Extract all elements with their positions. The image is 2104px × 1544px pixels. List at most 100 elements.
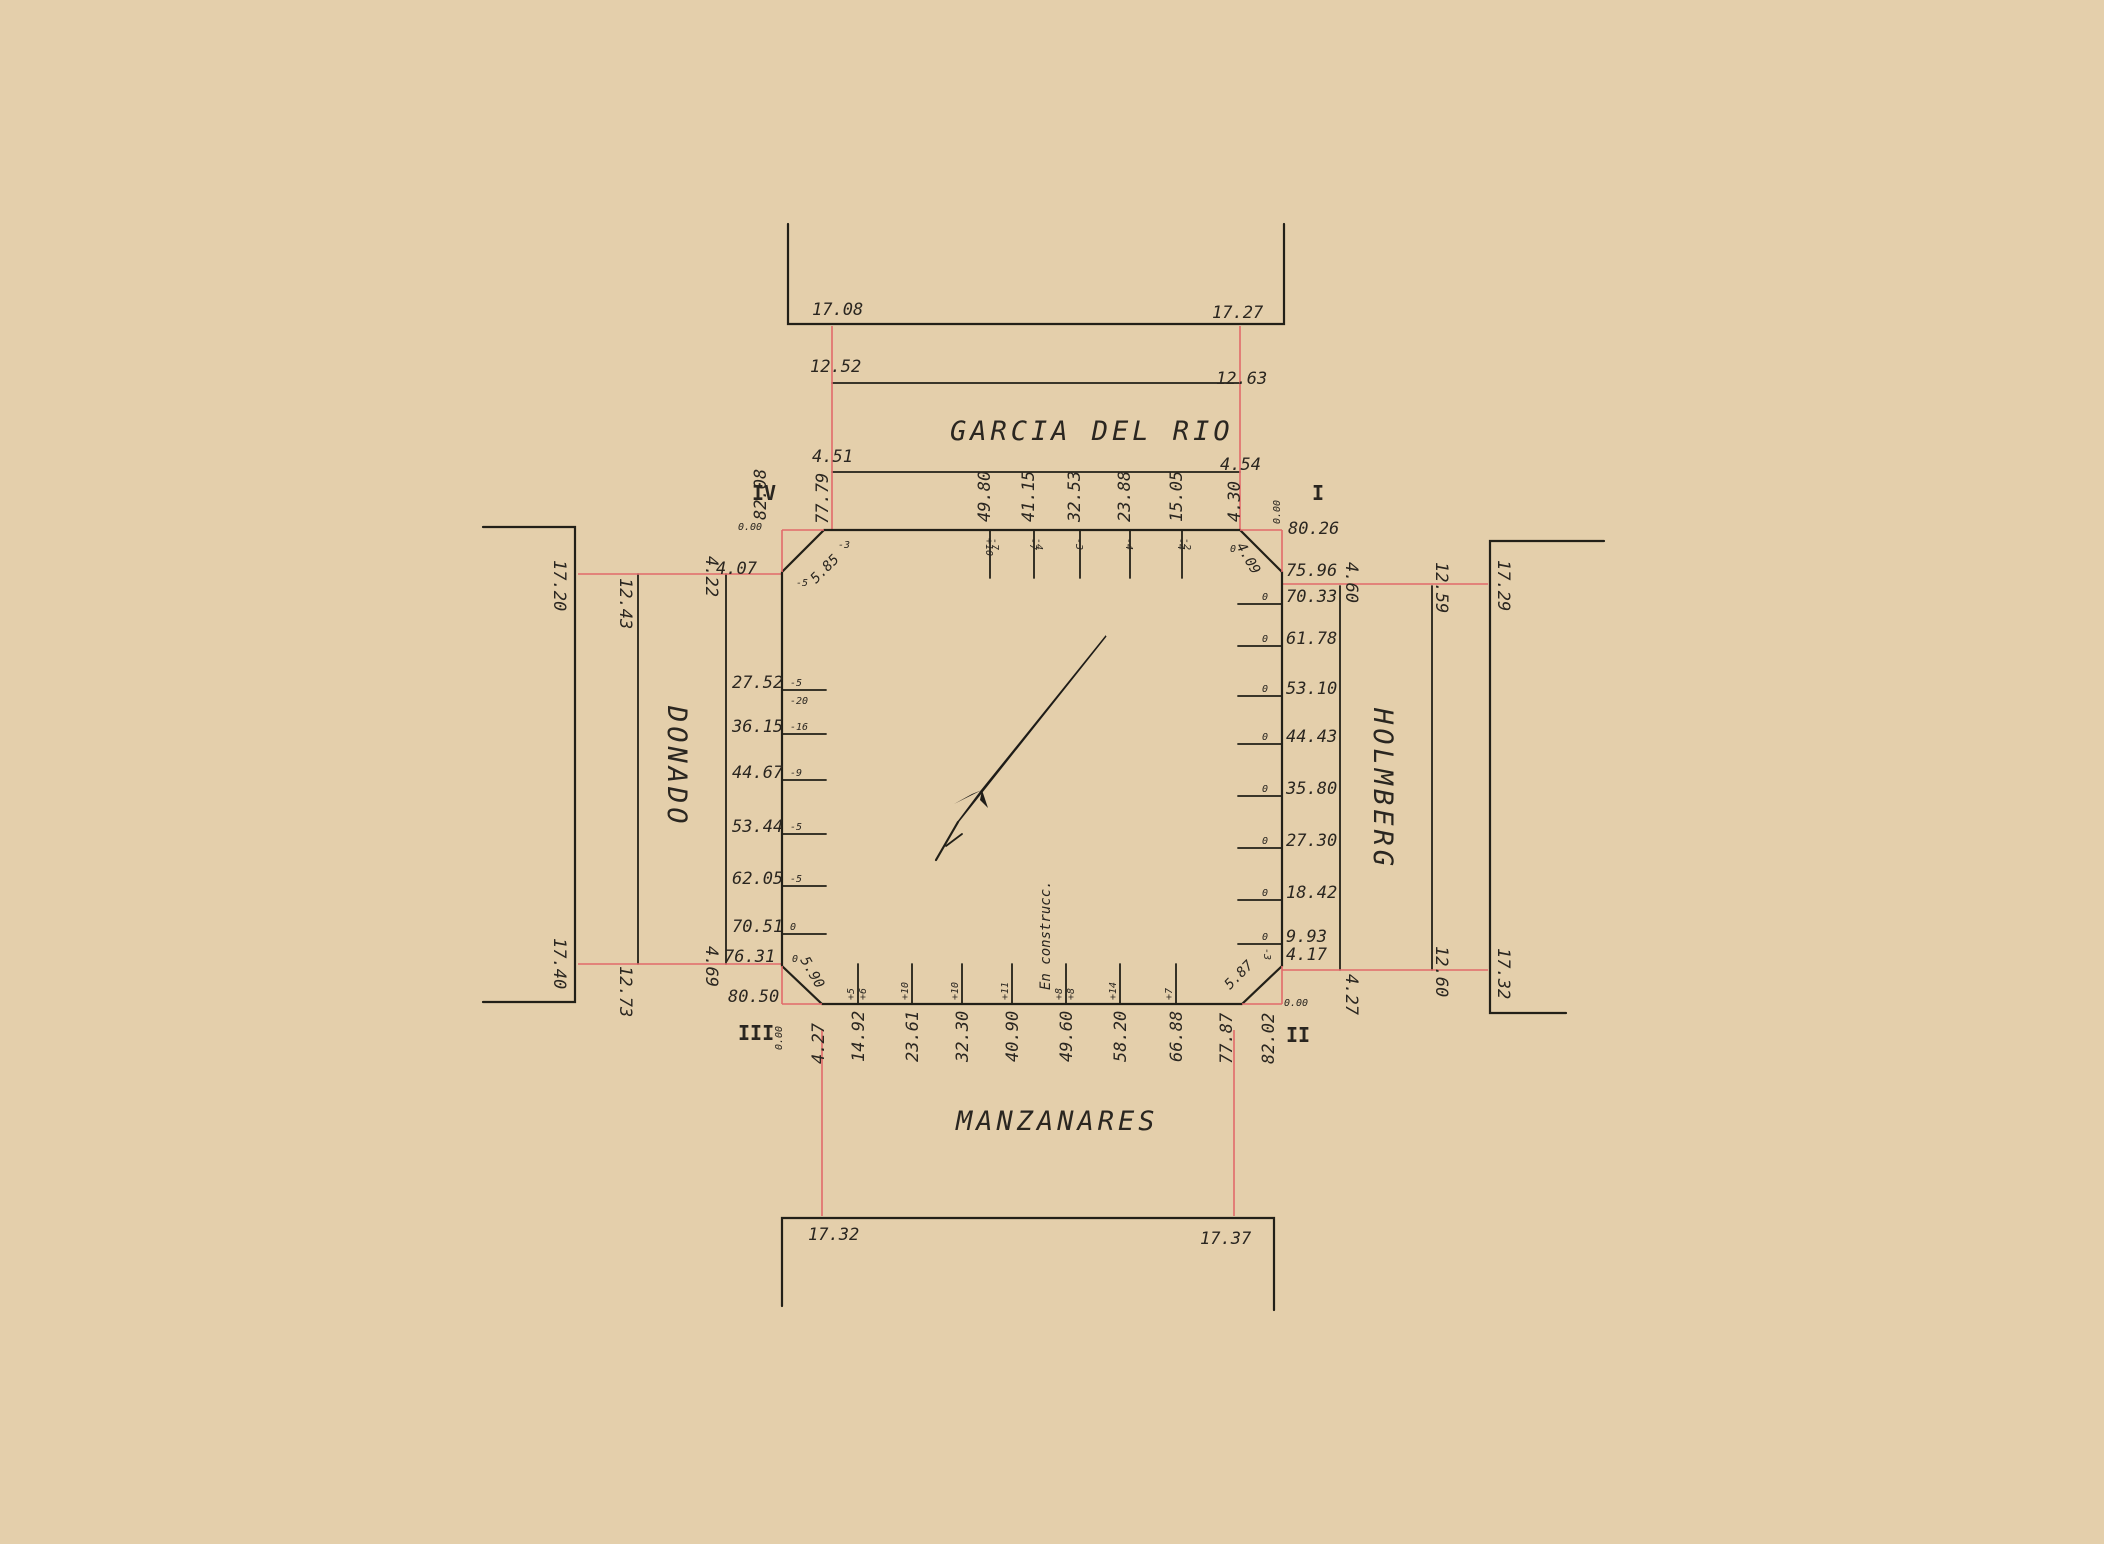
nw-chamfer-small: -3 — [838, 540, 850, 551]
west-mid-bottom: 12.73 — [615, 966, 635, 1017]
corner-nw: IV 0.00 82.08 77.79 4.07 5.85 -3 -5 — [716, 469, 850, 589]
south-lot-height: +11 — [1000, 982, 1011, 1000]
street-name-west: DONADO — [661, 705, 692, 828]
east-inner-bottom: 4.27 — [1341, 974, 1361, 1016]
north-mid-left: 12.52 — [810, 357, 861, 377]
east-lot-mark: 0 — [1262, 932, 1268, 943]
south-lot-height-2: +8 — [1066, 988, 1077, 1000]
north-arrow-fletch — [945, 833, 963, 847]
corner-ne-value: 80.26 — [1288, 519, 1339, 539]
east-lot-mark: 0 — [1262, 732, 1268, 743]
north-lot-height: +10 — [983, 538, 994, 556]
south-lot-distance: 66.88 — [1167, 1011, 1187, 1062]
north-lot-height: -7 — [1027, 538, 1038, 550]
west-lot-height: -5 — [790, 678, 802, 689]
north-outer-right: 17.27 — [1212, 303, 1264, 323]
construction-note: En construcc. — [1038, 880, 1054, 990]
west-outer-curb — [481, 525, 577, 1004]
corner-sw-value: 80.50 — [728, 987, 779, 1007]
ne-chamfer-small: 0 — [1230, 544, 1236, 555]
west-lot-height: -16 — [790, 722, 808, 733]
west-lot-height: -5 — [790, 874, 802, 885]
west-lot-distance: 70.51 — [732, 917, 783, 937]
north-lot-height: -4 — [1123, 538, 1134, 550]
north-lot-distance: 32.53 — [1065, 471, 1085, 523]
north-lot-height-2: -2 — [1181, 538, 1192, 550]
east-lot-distance: 27.30 — [1286, 831, 1337, 851]
west-lot-distance: 27.52 — [732, 673, 783, 693]
north-lot-distance: 49.80 — [975, 471, 995, 522]
sw-chamfer-small: 0 — [792, 954, 798, 965]
south-lot-height-2: +6 — [858, 988, 869, 1000]
north-outer-curb — [786, 222, 1286, 326]
west-street: 17.20 17.40 12.43 12.73 4.22 4.69 DONADO — [481, 525, 782, 1017]
west-mid-top: 12.43 — [615, 578, 635, 629]
corner-nw-zero: 0.00 — [738, 522, 762, 533]
south-lot-distance: 40.90 — [1003, 1011, 1023, 1062]
west-lot-marks: 27.52-5-2036.15-1644.67-953.44-562.05-57… — [731, 673, 827, 937]
north-arrow-icon — [934, 635, 1107, 862]
east-outer-curb — [1488, 539, 1606, 1015]
west-inner-top: 4.22 — [701, 556, 721, 597]
corner-se-roman: II — [1286, 1023, 1310, 1047]
se-chamfer-small: -3 — [1261, 948, 1272, 960]
north-street: 17.08 17.27 12.52 12.63 4.51 4.54 GARCIA… — [786, 222, 1286, 530]
east-lot-mark: 0 — [1262, 684, 1268, 695]
west-lot-distance: 53.44 — [732, 817, 783, 837]
east-street: 17.29 17.32 12.59 12.60 4.60 4.27 HOLMBE… — [1282, 539, 1606, 1016]
north-lot-height: -4 — [1175, 538, 1186, 550]
west-outer-bottom: 17.40 — [549, 938, 569, 989]
east-lot-mark: 0 — [1262, 836, 1268, 847]
south-lot-distance: 14.92 — [849, 1011, 869, 1062]
street-name-north: GARCIA DEL RIO — [950, 416, 1234, 447]
east-lot-mark: 0 — [1262, 592, 1268, 603]
north-inner-right: 4.54 — [1220, 455, 1261, 475]
west-outer-top: 17.20 — [549, 560, 569, 611]
north-lot-distance: 15.05 — [1167, 471, 1187, 522]
north-mid-right: 12.63 — [1216, 369, 1267, 389]
south-lot-height: +8 — [1054, 988, 1065, 1000]
south-outer-right: 17.37 — [1200, 1229, 1252, 1249]
corner-sw-zero: 0.00 — [774, 1026, 785, 1050]
north-lot-height-2: -4 — [1033, 538, 1044, 550]
south-street: 17.32 17.37 MANZANARES — [780, 1030, 1276, 1312]
street-name-east: HOLMBERG — [1367, 707, 1398, 870]
south-lot-height: +10 — [950, 982, 961, 1000]
west-lot-height: 0 — [790, 922, 796, 933]
north-inner-left: 4.51 — [812, 447, 853, 467]
east-lot-distance: 18.42 — [1286, 883, 1337, 903]
corner-nw-roman: IV — [752, 481, 776, 505]
south-corner-right: 77.87 — [1217, 1012, 1237, 1064]
south-lot-height: +14 — [1108, 982, 1119, 1000]
west-corner-bottom: 76.31 — [724, 947, 775, 967]
north-outer-left: 17.08 — [812, 300, 863, 320]
west-lot-height: -9 — [790, 768, 802, 779]
corner-sw-roman: III — [738, 1021, 774, 1045]
block-outline — [780, 528, 1284, 1006]
east-mid-bottom: 12.60 — [1431, 946, 1451, 997]
ne-chamfer: 4.09 — [1233, 540, 1264, 577]
north-lot-marks: 49.80+10-741.15-7-432.53-323.88-415.05-4… — [975, 471, 1192, 579]
corner-ne: I 0.00 80.26 4.30 75.96 4.09 0 — [1225, 481, 1339, 581]
east-lot-mark: 0 — [1262, 634, 1268, 645]
corner-nw-value: 82.08 — [751, 469, 771, 520]
east-lot-mark: 0 — [1262, 888, 1268, 899]
south-outer-left: 17.32 — [808, 1225, 859, 1245]
east-corner-top: 75.96 — [1286, 561, 1337, 581]
east-outer-bottom: 17.32 — [1493, 948, 1513, 999]
east-lot-distance: 70.33 — [1286, 587, 1337, 607]
south-lot-height: +7 — [1164, 988, 1175, 1000]
south-lot-distance: 58.20 — [1111, 1011, 1131, 1062]
corner-se: II 0.00 82.02 77.87 5.87 -3 — [1217, 948, 1310, 1064]
nw-chamfer: 5.85 — [808, 552, 843, 587]
north-lot-height-2: -7 — [989, 538, 1000, 550]
se-chamfer: 5.87 — [1222, 957, 1258, 993]
corner-se-value: 82.02 — [1259, 1013, 1279, 1064]
east-lot-mark: 0 — [1262, 784, 1268, 795]
east-lot-distance: 53.10 — [1286, 679, 1337, 699]
west-inner-bottom: 4.69 — [701, 946, 721, 987]
south-lot-height: +5 — [846, 988, 857, 1000]
corner-ne-zero: 0.00 — [1272, 500, 1283, 524]
south-outer-curb — [780, 1216, 1276, 1312]
